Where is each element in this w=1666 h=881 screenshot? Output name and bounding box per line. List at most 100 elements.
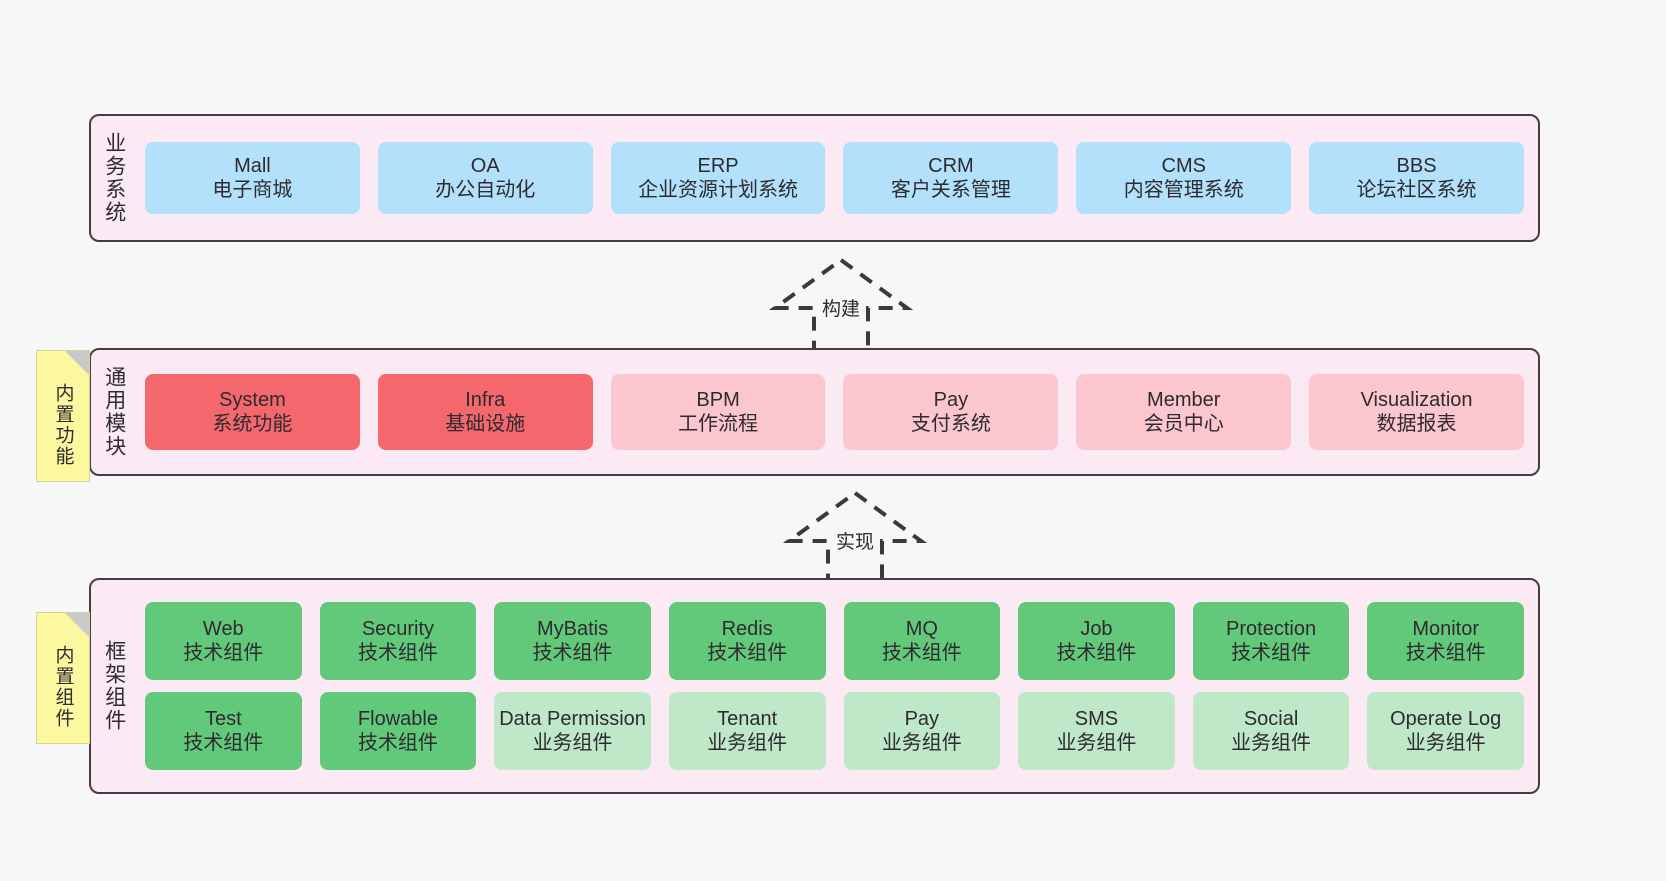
node-title: Monitor xyxy=(1412,617,1480,640)
node-subtitle: 论坛社区系统 xyxy=(1356,179,1477,201)
implement-arrow-label: 实现 xyxy=(835,532,875,553)
node-bpm[interactable]: BPM 工作流程 xyxy=(610,374,826,450)
implement-arrow-shape xyxy=(782,490,928,587)
node-title: Flowable xyxy=(357,707,438,730)
node-title: Operate Log xyxy=(1390,707,1502,730)
node-crm[interactable]: CRM 客户关系管理 xyxy=(843,142,1059,214)
row: Test 技术组件 Flowable 技术组件 Data Permission … xyxy=(145,692,1524,770)
node-social[interactable]: Social 业务组件 xyxy=(1192,692,1350,770)
layer-body-framework: Web 技术组件 Security 技术组件 MyBatis 技术组件 Redi… xyxy=(137,580,1538,792)
node-title: Protection xyxy=(1226,617,1317,640)
build-arrow-label: 构建 xyxy=(821,299,861,320)
node-title: Social xyxy=(1243,707,1299,730)
node-subtitle: 工作流程 xyxy=(678,413,759,435)
node-title: OA xyxy=(470,154,500,177)
node-subtitle: 支付系统 xyxy=(910,413,991,435)
node-subtitle: 技术组件 xyxy=(1056,642,1137,664)
build-arrow: 构建 xyxy=(756,256,926,356)
node-visualization[interactable]: Visualization 数据报表 xyxy=(1309,374,1524,450)
node-infra[interactable]: Infra 基础设施 xyxy=(377,374,593,450)
node-protection[interactable]: Protection 技术组件 xyxy=(1192,602,1350,680)
node-test[interactable]: Test 技术组件 xyxy=(145,692,302,770)
node-job[interactable]: Job 技术组件 xyxy=(1018,602,1175,680)
node-title: ERP xyxy=(697,154,739,177)
node-mybatis[interactable]: MyBatis 技术组件 xyxy=(494,602,651,680)
layer-framework-components: 框架组件 Web 技术组件 Security 技术组件 MyBatis 技术组件… xyxy=(89,578,1540,794)
note-built-in-functions[interactable]: 内置功能 xyxy=(36,350,90,482)
node-title: CMS xyxy=(1161,154,1206,177)
node-mq[interactable]: MQ 技术组件 xyxy=(843,602,1001,680)
node-subtitle: 业务组件 xyxy=(1056,732,1137,754)
node-title: CRM xyxy=(928,154,974,177)
node-title: MyBatis xyxy=(537,617,609,640)
node-tenant[interactable]: Tenant 业务组件 xyxy=(668,692,826,770)
node-subtitle: 基础设施 xyxy=(445,413,526,435)
node-title: Member xyxy=(1147,388,1221,411)
node-subtitle: 系统功能 xyxy=(212,413,293,435)
layer-body-common: System 系统功能 Infra 基础设施 BPM 工作流程 Pay 支付系统… xyxy=(137,350,1538,474)
node-title: System xyxy=(219,388,286,411)
node-title: SMS xyxy=(1074,707,1119,730)
node-subtitle: 电子商城 xyxy=(212,179,293,201)
node-subtitle: 技术组件 xyxy=(183,732,264,754)
node-oa[interactable]: OA 办公自动化 xyxy=(377,142,593,214)
note-label: 内置组件 xyxy=(52,645,74,729)
node-pay[interactable]: Pay 支付系统 xyxy=(843,374,1059,450)
node-title: Tenant xyxy=(717,707,778,730)
node-title: Mall xyxy=(234,154,271,177)
node-title: Pay xyxy=(904,707,940,730)
node-subtitle: 业务组件 xyxy=(881,732,962,754)
layer-title-business: 业务系统 xyxy=(102,132,126,224)
node-subtitle: 技术组件 xyxy=(357,642,438,664)
node-subtitle: 业务组件 xyxy=(707,732,788,754)
node-system[interactable]: System 系统功能 xyxy=(145,374,360,450)
node-subtitle: 会员中心 xyxy=(1143,413,1224,435)
node-title: Security xyxy=(361,617,435,640)
note-built-in-components[interactable]: 内置组件 xyxy=(36,612,90,744)
node-title: BPM xyxy=(696,388,740,411)
node-subtitle: 业务组件 xyxy=(1405,732,1486,754)
node-title: BBS xyxy=(1396,154,1437,177)
layer-common-modules: 通用模块 System 系统功能 Infra 基础设施 BPM 工作流程 Pay… xyxy=(89,348,1540,476)
node-bbs[interactable]: BBS 论坛社区系统 xyxy=(1309,142,1524,214)
node-pay-component[interactable]: Pay 业务组件 xyxy=(843,692,1001,770)
layer-title-framework: 框架组件 xyxy=(102,640,126,732)
build-arrow-shape xyxy=(768,257,914,354)
node-subtitle: 技术组件 xyxy=(357,732,438,754)
node-title: Pay xyxy=(933,388,969,411)
node-web[interactable]: Web 技术组件 xyxy=(145,602,302,680)
node-member[interactable]: Member 会员中心 xyxy=(1076,374,1292,450)
node-title: Data Permission xyxy=(499,707,646,730)
node-title: Redis xyxy=(721,617,773,640)
node-operate-log[interactable]: Operate Log 业务组件 xyxy=(1367,692,1524,770)
note-label: 内置功能 xyxy=(52,383,74,467)
page-fold-icon xyxy=(65,351,89,375)
node-erp[interactable]: ERP 企业资源计划系统 xyxy=(610,142,826,214)
layer-title-common: 通用模块 xyxy=(102,366,126,458)
node-title: Web xyxy=(202,617,244,640)
node-subtitle: 技术组件 xyxy=(881,642,962,664)
node-security[interactable]: Security 技术组件 xyxy=(319,602,477,680)
node-data-permission[interactable]: Data Permission 业务组件 xyxy=(494,692,651,770)
node-subtitle: 技术组件 xyxy=(1405,642,1486,664)
node-subtitle: 技术组件 xyxy=(532,642,613,664)
node-mall[interactable]: Mall 电子商城 xyxy=(145,142,360,214)
node-redis[interactable]: Redis 技术组件 xyxy=(668,602,826,680)
node-title: Test xyxy=(204,707,242,730)
node-flowable[interactable]: Flowable 技术组件 xyxy=(319,692,477,770)
node-subtitle: 数据报表 xyxy=(1376,413,1457,435)
node-subtitle: 业务组件 xyxy=(1231,732,1312,754)
node-cms[interactable]: CMS 内容管理系统 xyxy=(1076,142,1292,214)
node-title: Infra xyxy=(465,388,506,411)
node-subtitle: 办公自动化 xyxy=(435,179,536,201)
node-subtitle: 内容管理系统 xyxy=(1123,179,1244,201)
node-sms[interactable]: SMS 业务组件 xyxy=(1018,692,1175,770)
node-subtitle: 企业资源计划系统 xyxy=(638,179,799,201)
node-monitor[interactable]: Monitor 技术组件 xyxy=(1367,602,1524,680)
node-subtitle: 客户关系管理 xyxy=(890,179,1011,201)
node-subtitle: 技术组件 xyxy=(183,642,264,664)
layer-body-business: Mall 电子商城 OA 办公自动化 ERP 企业资源计划系统 CRM 客户关系… xyxy=(137,116,1538,240)
row: System 系统功能 Infra 基础设施 BPM 工作流程 Pay 支付系统… xyxy=(145,374,1524,450)
page-fold-icon xyxy=(65,613,89,637)
